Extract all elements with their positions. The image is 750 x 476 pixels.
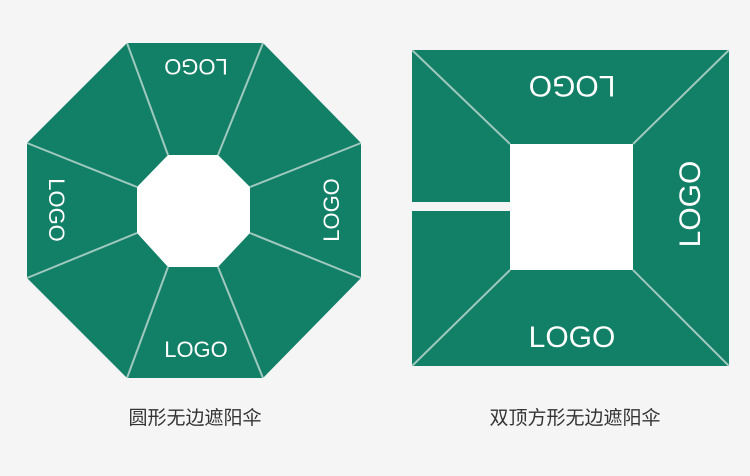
octagon-logo-top: LOGO bbox=[164, 54, 228, 79]
octagon-umbrella-caption: 圆形无边遮阳伞 bbox=[128, 407, 262, 429]
square-umbrella-caption: 双顶方形无边遮阳伞 bbox=[489, 407, 661, 429]
octagon-logo-right: LOGO bbox=[319, 178, 344, 242]
square-seams bbox=[411, 49, 730, 367]
octagon-logo-left: LOGO bbox=[44, 178, 69, 242]
octagon-seams bbox=[26, 42, 362, 379]
square-logo-top: LOGO bbox=[529, 69, 616, 102]
square-logo-bottom: LOGO bbox=[529, 321, 616, 354]
octagon-umbrella: LOGO LOGO LOGO LOGO bbox=[26, 42, 362, 379]
octagon-center bbox=[137, 155, 250, 267]
square-logo-right: LOGO bbox=[674, 161, 707, 248]
square-vent-gap bbox=[412, 202, 510, 211]
octagon-logo-bottom: LOGO bbox=[164, 337, 228, 362]
square-umbrella: LOGO LOGO LOGO bbox=[411, 49, 730, 367]
square-center bbox=[510, 144, 633, 270]
